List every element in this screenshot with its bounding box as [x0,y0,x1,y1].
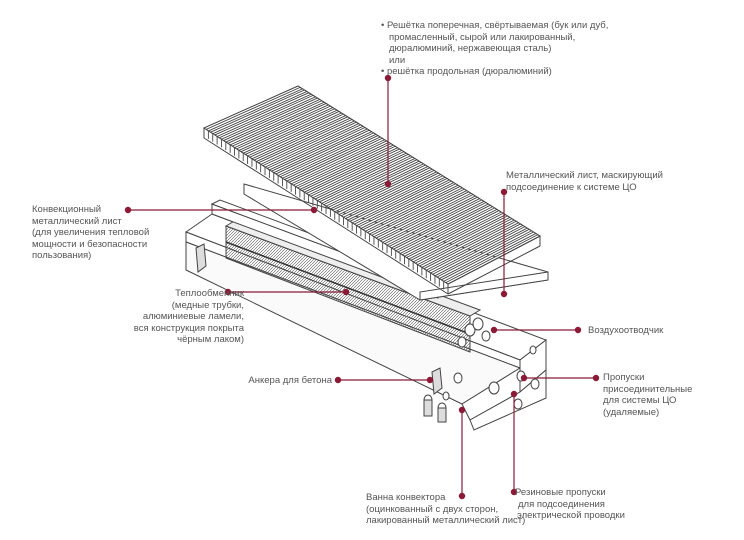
anchors [195,243,443,395]
trough-label: Ванна конвектора (оцинкованный с двух ст… [366,492,526,526]
cover-sheet-label: Металлический лист, маскирующий подсоеди… [506,170,663,193]
rubber-bushings [423,391,450,423]
connection-holes [453,345,540,410]
grille [205,86,541,293]
air-vent-label: Воздухоотводчик [588,325,664,336]
passages-label: Пропуски присоединительные для системы Ц… [603,372,693,418]
callout-lines [124,74,600,500]
convection-sheet-label: Конвекционный металлический лист (для ув… [32,204,150,261]
grille-label: • Решётка поперечная, свёртываемая (бук … [381,20,609,77]
heat-exchanger-label: Теплообменник (медные трубки, алюминиевы… [133,288,244,345]
anchors-label: Анкера для бетона [248,375,332,386]
rubber-passages-label: Резиновые пропуски для подсоединения эле… [515,487,625,521]
grille-frame [202,85,542,295]
